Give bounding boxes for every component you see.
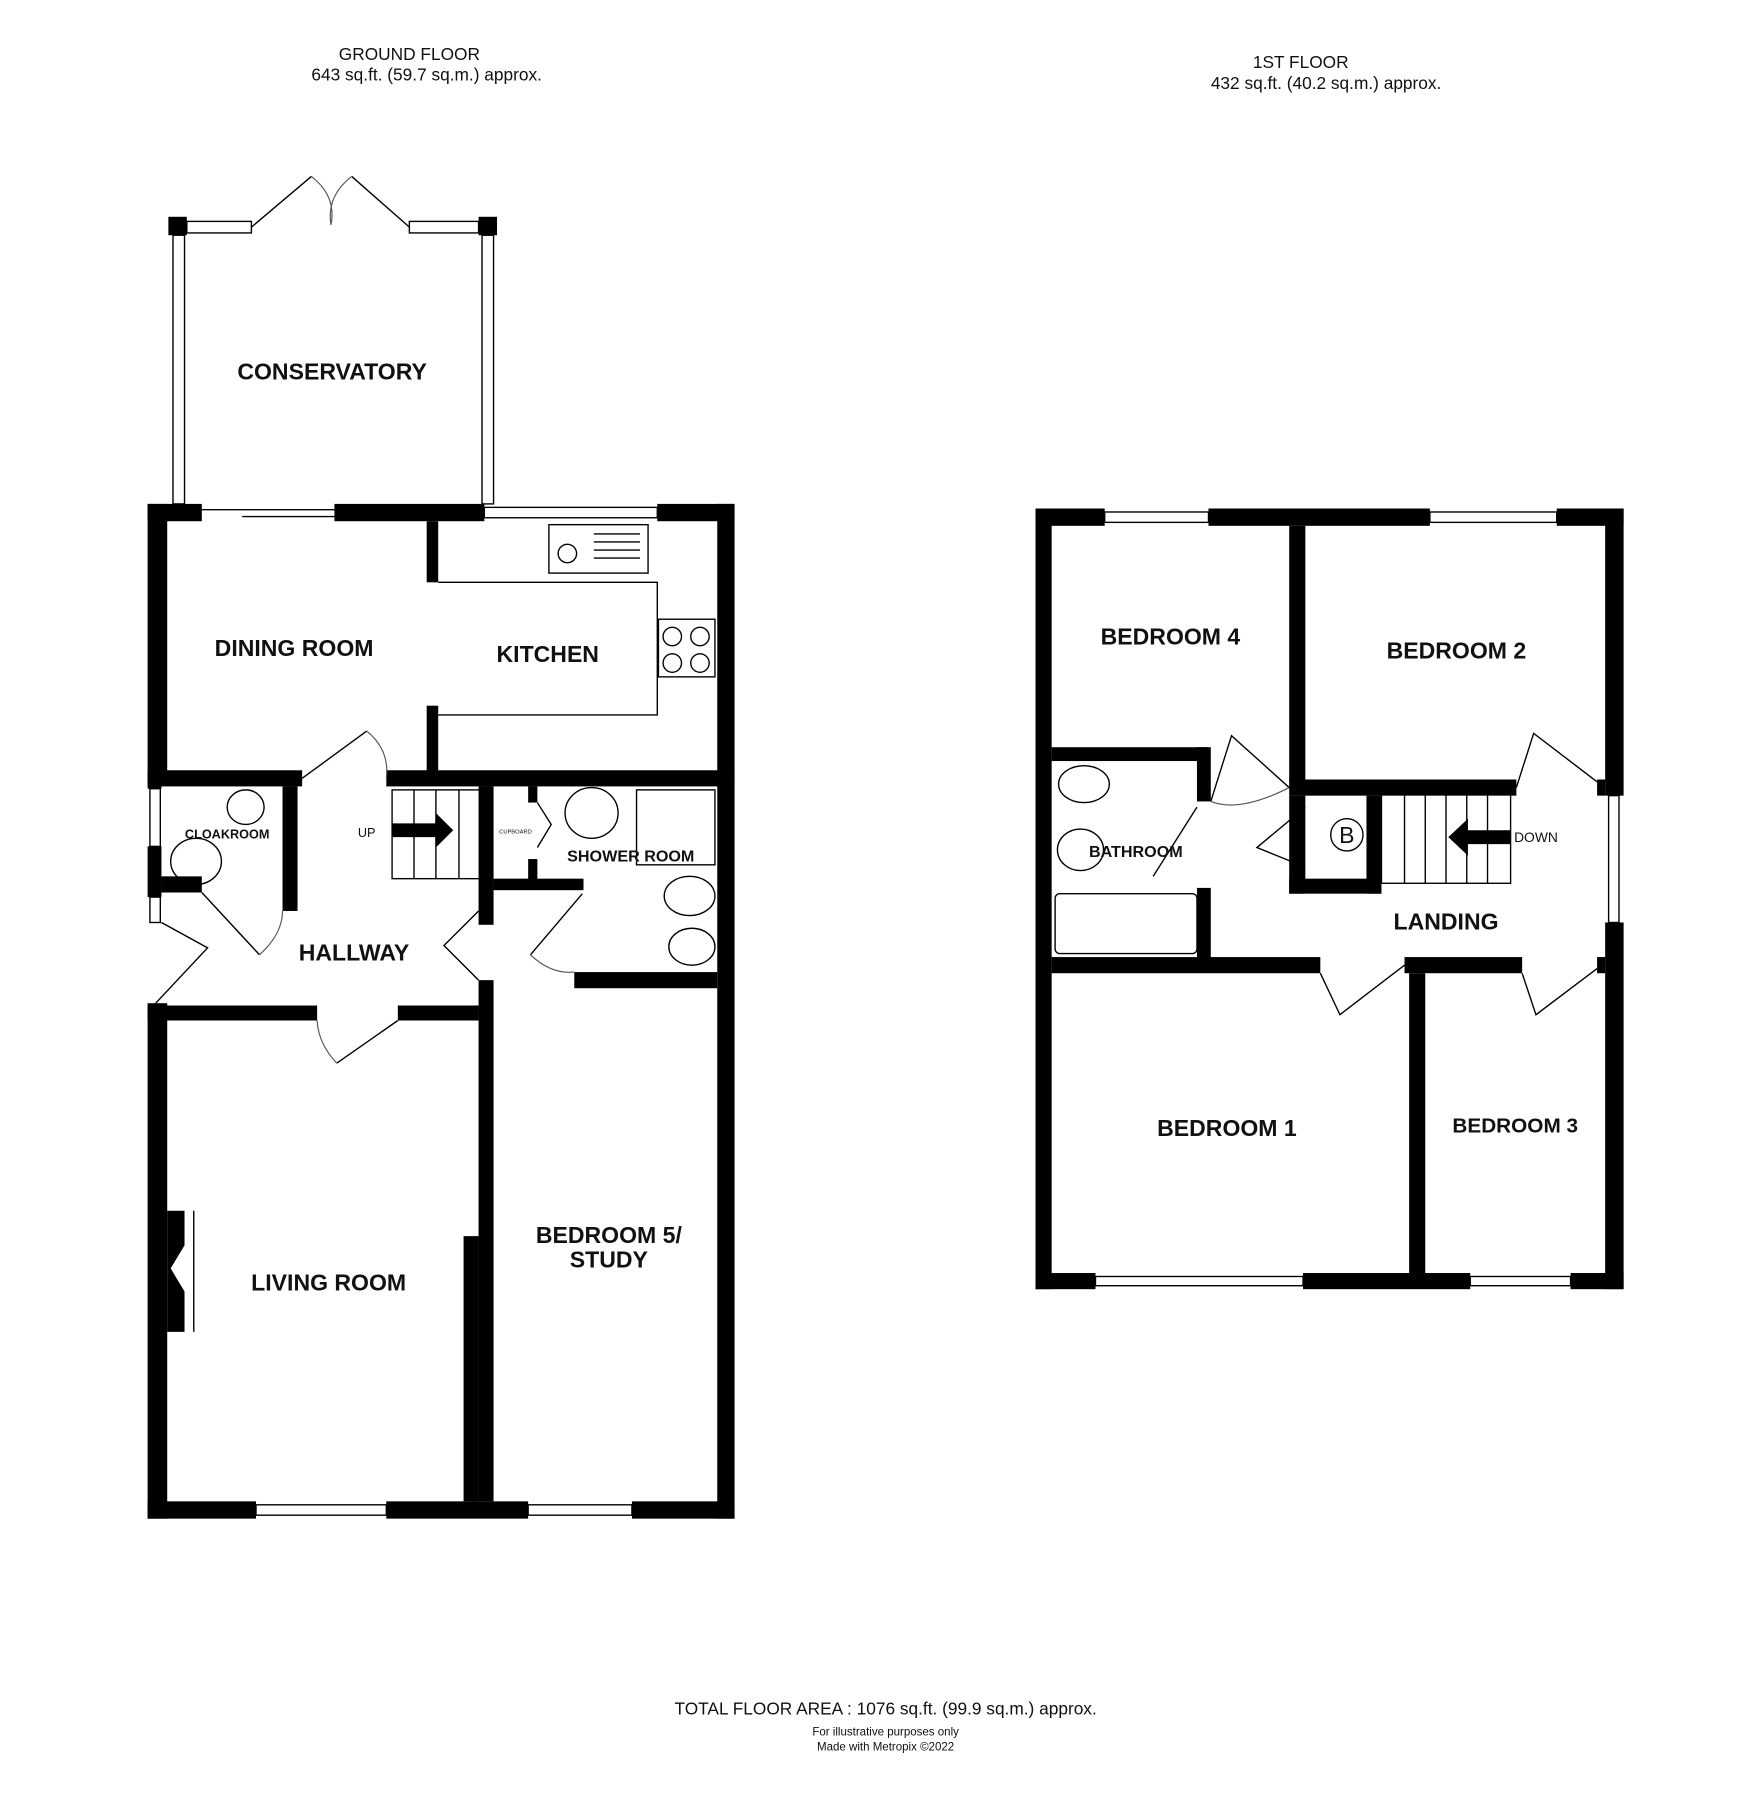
boiler-label: B (1339, 822, 1354, 848)
room-label-living-room: LIVING ROOM (251, 1269, 406, 1295)
room-label-cloakroom: CLOAKROOM (185, 827, 269, 841)
room-label-bedroom5: BEDROOM 5/ (536, 1222, 683, 1248)
room-label-hallway: HALLWAY (299, 940, 410, 966)
first-floor-area: 432 sq.ft. (40.2 sq.m.) approx. (1211, 73, 1442, 93)
room-label-landing: LANDING (1394, 908, 1499, 934)
first-floor-plan: BEDROOM 4 BEDROOM 2 BATHROOM B DOWN LAND… (1035, 508, 1624, 1290)
room-label-shower-room: SHOWER ROOM (567, 847, 694, 865)
room-label-bedroom2: BEDROOM 2 (1387, 637, 1527, 663)
ground-floor-title: GROUND FLOOR (339, 44, 480, 64)
room-label-study: STUDY (570, 1246, 648, 1272)
room-label-kitchen: KITCHEN (497, 641, 599, 667)
ground-floor-area: 643 sq.ft. (59.7 sq.m.) approx. (311, 65, 542, 85)
stairs-up-label: UP (358, 826, 376, 840)
disclaimer: For illustrative purposes only (812, 1726, 959, 1738)
ground-floor-plan: CONSERVATORY DINING ROOM KITCHEN CLOAKRO… (147, 175, 735, 1519)
room-label-dining-room: DINING ROOM (215, 635, 374, 661)
total-floor-area: TOTAL FLOOR AREA : 1076 sq.ft. (99.9 sq.… (674, 1699, 1096, 1719)
room-label-bedroom1: BEDROOM 1 (1157, 1115, 1297, 1141)
room-label-bedroom3: BEDROOM 3 (1452, 1114, 1578, 1137)
stairs-down-label: DOWN (1514, 829, 1558, 845)
credit: Made with Metropix ©2022 (817, 1741, 954, 1753)
room-label-conservatory: CONSERVATORY (237, 358, 427, 384)
cupboard-label: CUPBOARD (499, 830, 532, 836)
first-floor-title: 1ST FLOOR (1253, 52, 1349, 72)
room-label-bedroom4: BEDROOM 4 (1101, 624, 1241, 650)
room-label-bathroom: BATHROOM (1089, 843, 1183, 861)
